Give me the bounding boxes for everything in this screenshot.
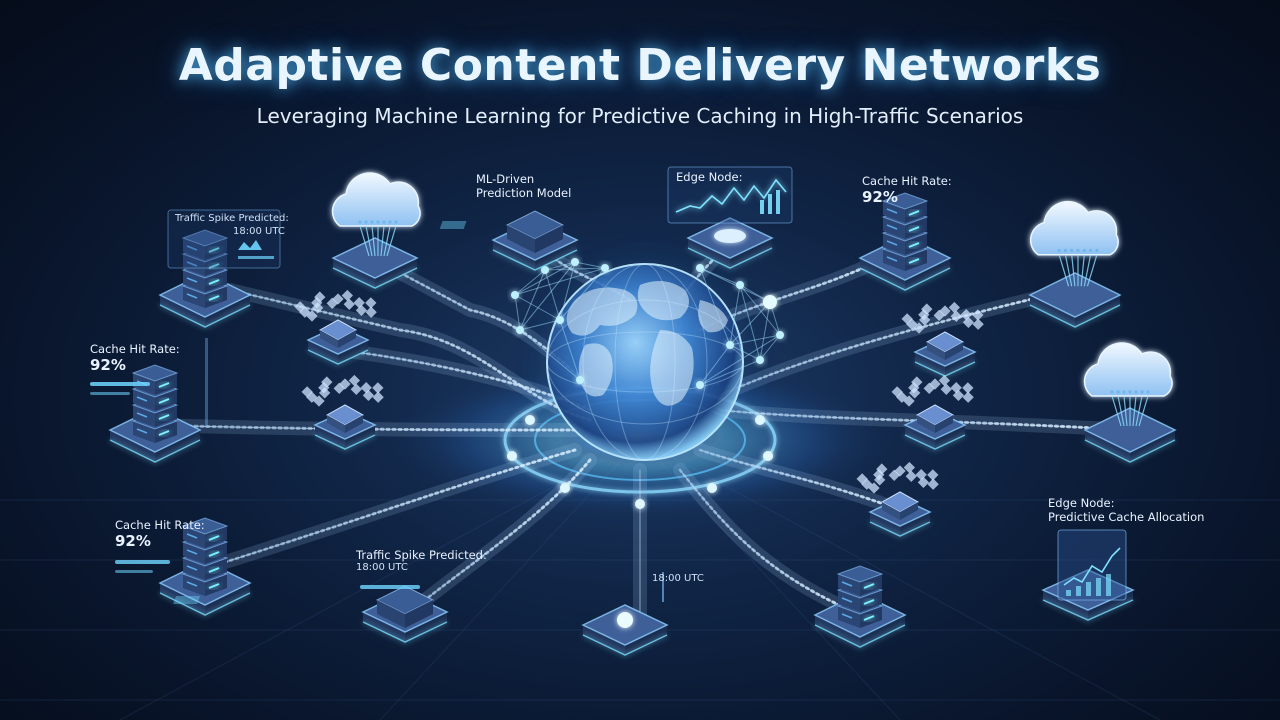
edge-node-bottom-right-chart <box>1058 530 1126 600</box>
edge-node-bottom-right-label: Edge Node: Predictive Cache Allocation <box>1048 496 1204 525</box>
ml-node <box>576 376 584 384</box>
ml-node <box>511 291 519 299</box>
traffic-spike-bottom-bars <box>360 585 420 589</box>
junction-led <box>755 415 765 425</box>
bottom-center-light <box>617 612 633 628</box>
server-left <box>133 365 177 443</box>
junction-led <box>707 483 717 493</box>
cache-hit-bottom-left-label: Cache Hit Rate: 92% <box>115 518 205 551</box>
ml-node <box>696 381 704 389</box>
ml-node <box>601 264 609 272</box>
server-bottom-right <box>838 566 882 628</box>
junction-led <box>560 483 570 493</box>
ml-node <box>571 258 579 266</box>
traffic-spike-top-label: Traffic Spike Predicted: 18:00 UTC <box>175 213 289 238</box>
platform-cloud-right <box>1030 273 1120 327</box>
junction-led <box>507 451 517 461</box>
ml-node <box>776 331 784 339</box>
junction-led <box>525 415 535 425</box>
cache-bottom-left-bars <box>115 560 170 573</box>
ml-edge <box>515 270 545 295</box>
ml-model-label: ML-Driven Prediction Model <box>476 172 571 201</box>
page-title: Adaptive Content Delivery Networks <box>0 40 1280 91</box>
traffic-spike-bottom-label: Traffic Spike Predicted: 18:00 UTC <box>356 548 487 575</box>
ml-node <box>556 316 564 324</box>
edge-top-disk <box>714 229 746 243</box>
junction-led <box>763 451 773 461</box>
edge-node-top-label: Edge Node: <box>676 170 742 184</box>
ml-node <box>516 326 524 334</box>
page-subtitle: Leveraging Machine Learning for Predicti… <box>0 104 1280 128</box>
cache-hit-left-label: Cache Hit Rate: 92% <box>90 342 180 375</box>
ml-node <box>763 295 777 309</box>
ml-node <box>696 264 704 272</box>
cache-hit-top-right-label: Cache Hit Rate: 92% <box>862 174 952 207</box>
junction-led <box>635 499 645 509</box>
ml-node <box>756 356 764 364</box>
utc-bottom-label: 18:00 UTC <box>652 573 704 586</box>
ml-node <box>726 341 734 349</box>
ml-node <box>736 281 744 289</box>
